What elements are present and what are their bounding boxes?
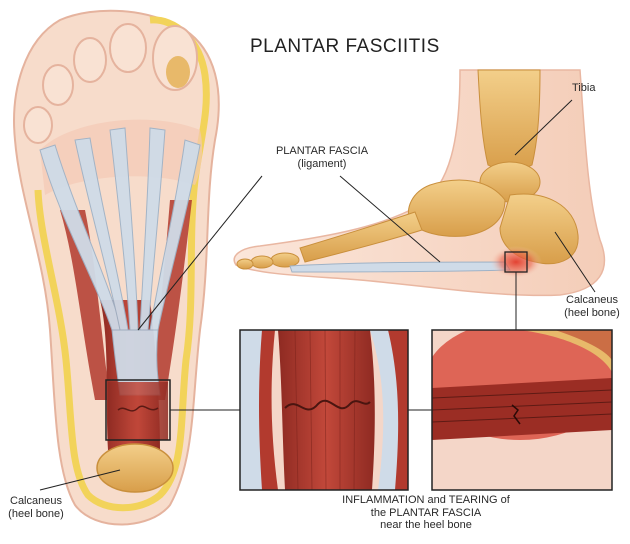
sole-calcaneus bbox=[97, 444, 173, 492]
label-calcaneus-right-sub: (heel bone) bbox=[556, 307, 628, 320]
toe-3 bbox=[74, 38, 106, 82]
label-calcaneus-left-main: Calcaneus bbox=[4, 495, 68, 508]
label-calcaneus-right-main: Calcaneus bbox=[556, 294, 628, 307]
caption-line-3: near the heel bone bbox=[316, 519, 536, 532]
side-view bbox=[234, 70, 604, 295]
caption-line-2: the PLANTAR FASCIA bbox=[316, 507, 536, 520]
tibia-bone bbox=[478, 70, 540, 170]
zoom-panel-side bbox=[425, 320, 615, 490]
caption-line-1: INFLAMMATION and TEARING of bbox=[316, 494, 536, 507]
label-calcaneus-left: Calcaneus (heel bone) bbox=[4, 495, 68, 520]
label-plantar-fascia: PLANTAR FASCIA (ligament) bbox=[262, 145, 382, 170]
toe-5 bbox=[24, 107, 52, 143]
label-plantar-fascia-sub: (ligament) bbox=[262, 158, 382, 171]
label-plantar-fascia-main: PLANTAR FASCIA bbox=[262, 145, 382, 158]
label-tibia: Tibia bbox=[572, 82, 595, 95]
page-title: PLANTAR FASCIITIS bbox=[250, 36, 440, 58]
label-calcaneus-left-sub: (heel bone) bbox=[4, 508, 68, 521]
label-calcaneus-right: Calcaneus (heel bone) bbox=[556, 294, 628, 319]
toe-4 bbox=[43, 65, 73, 105]
toe-2 bbox=[110, 24, 146, 72]
big-toe-bone bbox=[166, 56, 190, 88]
caption-inflammation: INFLAMMATION and TEARING of the PLANTAR … bbox=[316, 494, 536, 532]
sole-inflamed-zone bbox=[108, 382, 168, 440]
zoom-panel-sole bbox=[240, 330, 408, 490]
